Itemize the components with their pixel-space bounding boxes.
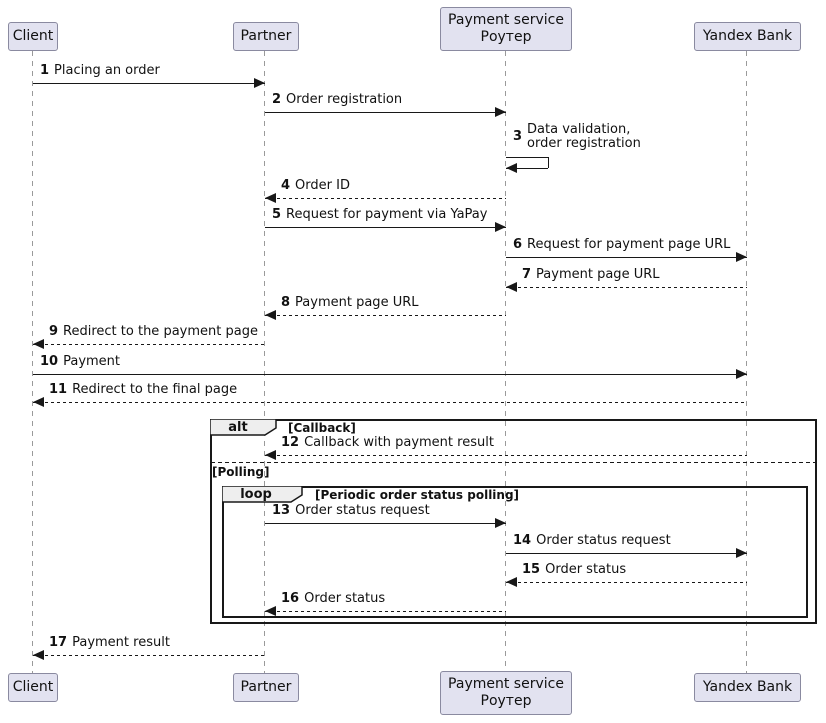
alt-divider — [211, 462, 815, 463]
message-1-line — [33, 83, 265, 84]
participant-yandex-bank-top: Yandex Bank — [694, 22, 801, 51]
message-2-arrowhead — [495, 107, 506, 117]
message-16-arrowhead — [265, 606, 276, 616]
alt-guard-callback: [Callback] — [288, 421, 356, 435]
message-3-line-top — [506, 157, 548, 158]
message-5-arrowhead — [495, 222, 506, 232]
alt-frame — [210, 419, 817, 624]
message-12-arrowhead — [265, 450, 276, 460]
message-8-line — [265, 315, 506, 316]
lifeline-yandex-bank — [746, 51, 747, 673]
message-6-arrowhead — [736, 252, 747, 262]
message-15-line — [506, 582, 747, 583]
message-14-arrowhead — [736, 548, 747, 558]
participant-payment-service-top: Payment service Роутер — [440, 7, 572, 51]
message-8-arrowhead — [265, 310, 276, 320]
message-3-line-bottom — [506, 168, 548, 169]
alt-frame-header — [209, 418, 277, 440]
message-11-arrowhead — [33, 397, 44, 407]
message-4-arrowhead — [265, 193, 276, 203]
loop-frame-header-shape — [221, 485, 303, 503]
loop-frame-header — [221, 485, 303, 507]
message-15-arrowhead — [506, 577, 517, 587]
alt-frame-header-shape — [209, 418, 277, 436]
alt-guard-polling: [Polling] — [212, 465, 270, 479]
message-11-line — [33, 402, 747, 403]
message-17-arrowhead — [33, 650, 44, 660]
message-3-line-right — [548, 157, 549, 168]
message-3-arrowhead — [506, 163, 517, 173]
message-2-line — [265, 112, 506, 113]
participant-client-top: Client — [8, 22, 58, 51]
message-7-arrowhead — [506, 282, 517, 292]
message-12-line — [265, 455, 747, 456]
lifeline-payment-service — [505, 51, 506, 671]
loop-frame — [222, 486, 808, 618]
message-4-line — [265, 198, 506, 199]
message-10-arrowhead — [736, 369, 747, 379]
participant-client-bottom: Client — [8, 673, 58, 702]
message-9-line — [33, 344, 265, 345]
loop-guard: [Periodic order status polling] — [315, 488, 520, 502]
message-14-line — [506, 553, 747, 554]
message-16-line — [265, 611, 506, 612]
message-17-line — [33, 655, 265, 656]
alt-frame-label: alt — [228, 420, 248, 435]
lifeline-client — [32, 51, 33, 673]
loop-frame-label: loop — [240, 487, 272, 502]
message-7-line — [506, 287, 747, 288]
message-6-line — [506, 257, 747, 258]
message-1-arrowhead — [254, 78, 265, 88]
participant-partner-bottom: Partner — [233, 673, 299, 702]
message-10-line — [33, 374, 747, 375]
participant-partner-top: Partner — [233, 22, 299, 51]
message-9-arrowhead — [33, 339, 44, 349]
participant-yandex-bank-bottom: Yandex Bank — [694, 673, 801, 702]
lifeline-partner — [264, 51, 265, 673]
message-13-line — [265, 523, 506, 524]
message-13-arrowhead — [495, 518, 506, 528]
message-5-line — [265, 227, 506, 228]
participant-payment-service-bottom: Payment service Роутер — [440, 671, 572, 715]
